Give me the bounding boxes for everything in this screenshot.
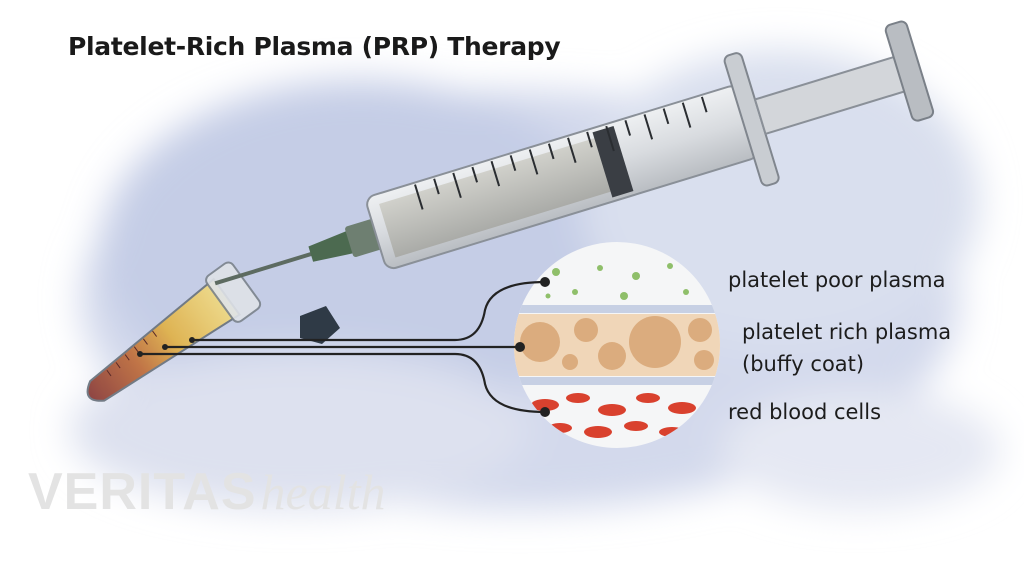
leader-lines <box>140 280 546 414</box>
magnified-blood-view <box>514 242 720 448</box>
test-tube <box>86 261 262 402</box>
platelet-poor-layer <box>545 263 689 300</box>
label-platelet-poor-plasma: platelet poor plasma <box>728 268 946 292</box>
label-buffy-coat: (buffy coat) <box>742 352 865 376</box>
watermark-logo: VERITAShealth <box>28 462 386 522</box>
label-red-blood-cells: red blood cells <box>728 400 882 424</box>
label-platelet-rich-plasma: platelet rich plasma <box>742 320 952 344</box>
tube-cap <box>300 306 340 344</box>
watermark-brand: VERITAS <box>28 463 257 521</box>
page-title: Platelet-Rich Plasma (PRP) Therapy <box>68 32 561 61</box>
syringe <box>214 20 935 286</box>
watermark-suffix: health <box>260 464 386 520</box>
